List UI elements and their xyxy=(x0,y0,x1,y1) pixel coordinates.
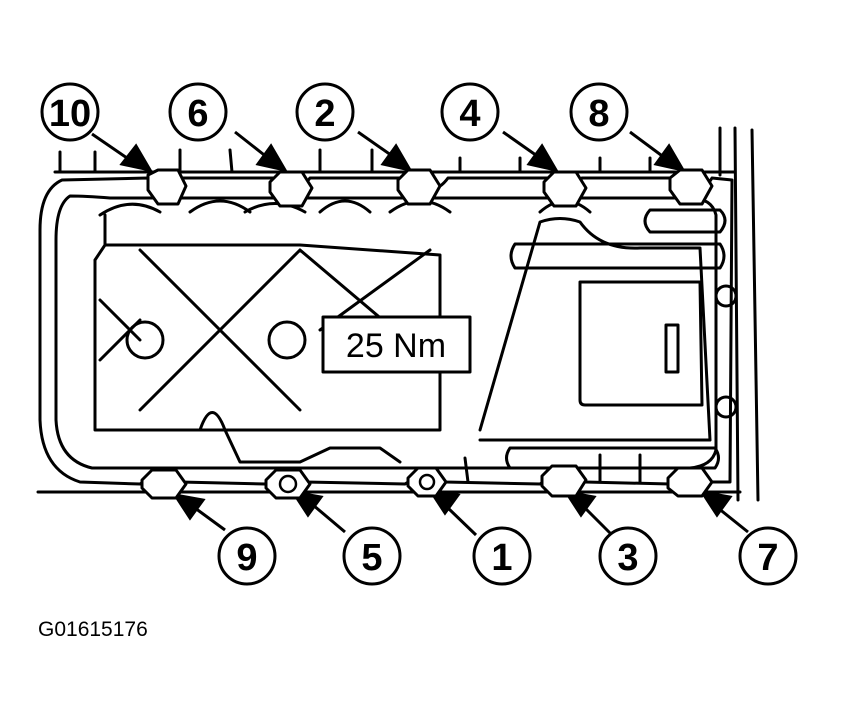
lower-rail xyxy=(505,446,720,470)
callout-circle xyxy=(472,526,532,586)
arrowhead xyxy=(171,492,206,521)
callout-circle xyxy=(168,82,228,142)
bolt-head xyxy=(666,466,714,498)
leader-line xyxy=(446,506,478,537)
bolt-head xyxy=(146,168,188,206)
bolt-callout-9: 9 xyxy=(236,537,257,579)
block-right-edge xyxy=(718,126,760,502)
callout-circle xyxy=(217,526,277,586)
bolt-callout-6: 6 xyxy=(187,93,208,135)
arrowhead xyxy=(255,143,289,173)
leader-line xyxy=(312,503,346,534)
leader-line xyxy=(583,506,614,537)
leader-line xyxy=(502,130,541,160)
arrowhead xyxy=(119,143,154,173)
bolt-head xyxy=(668,168,714,206)
figure-id: G01615176 xyxy=(38,618,148,641)
bolt-callout-7: 7 xyxy=(757,537,778,579)
leader-line xyxy=(717,506,749,534)
bolt-washer xyxy=(418,473,436,491)
leader-line xyxy=(91,132,131,162)
bolt-callout-1: 1 xyxy=(491,537,512,579)
bolt-head xyxy=(542,170,588,208)
arrowhead xyxy=(653,143,687,173)
sump-frame xyxy=(93,213,442,432)
dipstick-tube xyxy=(643,208,727,234)
left-boss-circle xyxy=(125,320,165,360)
torque-label-box xyxy=(321,315,472,374)
arrowhead xyxy=(380,143,414,173)
bolt-callout-10: 10 xyxy=(49,93,91,135)
leader-line xyxy=(234,130,269,160)
bolt-head xyxy=(540,464,588,498)
arrowhead xyxy=(698,489,733,518)
arrowhead xyxy=(526,143,560,173)
top-flange-ribs xyxy=(58,148,652,174)
callout-circle xyxy=(295,82,355,142)
sump-cross-ribs xyxy=(98,248,432,412)
pump-pad xyxy=(578,280,704,407)
callout-circle xyxy=(598,526,658,586)
pump-slot xyxy=(664,323,680,374)
callout-circle xyxy=(738,526,798,586)
bolt-head xyxy=(396,168,442,206)
bolt-callout-8: 8 xyxy=(588,93,609,135)
callout-circle xyxy=(40,82,100,142)
bolt-callout-5: 5 xyxy=(361,537,382,579)
arrowhead xyxy=(562,489,597,518)
torque-spec-label: 25 Nm xyxy=(346,327,446,365)
leader-line xyxy=(194,506,226,532)
bottom-cavity xyxy=(198,411,402,464)
bolt-washer xyxy=(278,474,298,494)
bolt-callout-4: 4 xyxy=(459,93,480,135)
top-bosses xyxy=(98,199,592,217)
center-boss-circle xyxy=(267,320,307,360)
callout-circle xyxy=(342,526,402,586)
right-boss-circle-1 xyxy=(714,284,738,308)
bolt-head xyxy=(268,170,314,208)
upper-rail xyxy=(509,242,726,270)
right-boss-circle-2 xyxy=(714,395,738,419)
bolt-head xyxy=(406,466,448,498)
callout-circle xyxy=(569,82,629,142)
flange-inner-line xyxy=(54,194,718,470)
bolt-head xyxy=(140,468,188,500)
callout-circle xyxy=(440,82,500,142)
bolt-callout-2: 2 xyxy=(314,93,335,135)
leader-line xyxy=(629,130,666,160)
bolt-head xyxy=(264,468,312,500)
right-frame xyxy=(478,217,712,442)
bolt-callout-3: 3 xyxy=(617,537,638,579)
lower-edge-detail xyxy=(463,453,642,484)
